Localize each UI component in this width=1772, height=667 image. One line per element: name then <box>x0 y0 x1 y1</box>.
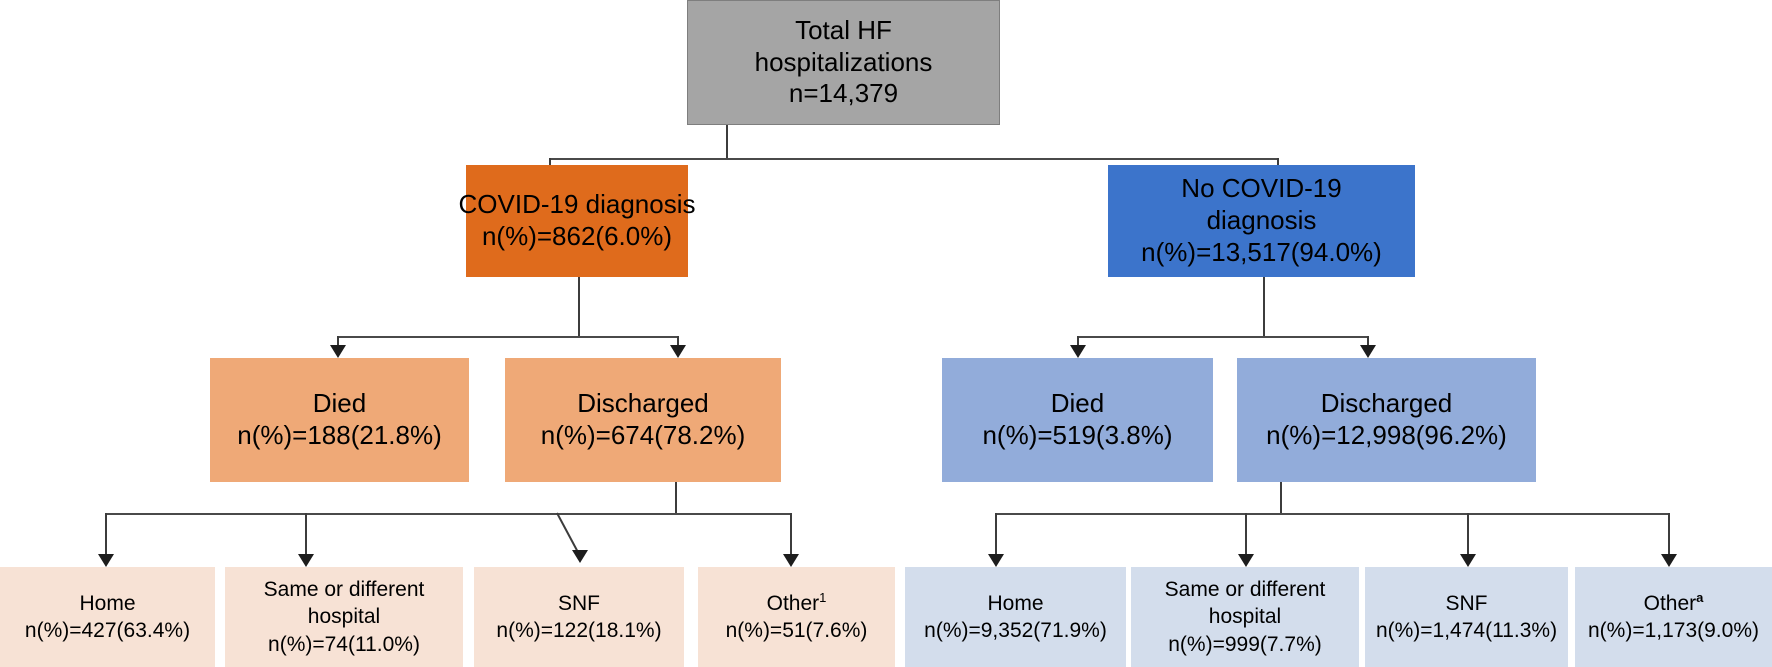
connector-covid-bus <box>337 336 678 338</box>
node-total-line1: Total HF <box>795 14 892 45</box>
node-nocovid-line3: n(%)=13,517(94.0%) <box>1141 236 1382 267</box>
node-nocovid-died-line1: Died <box>1050 388 1105 419</box>
node-nocovid-disposition-same-or-different-hospital: Same or different hospital n(%)=999(7.7%… <box>1131 567 1359 667</box>
connector-nocovid-to-died <box>1077 336 1079 345</box>
connector-nocovid-stem <box>1263 277 1265 336</box>
node-covid-other-line3: n(%)=51(7.6%) <box>725 619 868 642</box>
node-covid-hospital-line2: hospital <box>307 605 381 629</box>
connector-covid-disch-bus <box>105 513 790 515</box>
node-nocovid-disposition-other: Othera n(%)=1,173(9.0%) <box>1575 567 1772 667</box>
arrowhead-nocovid-hospital <box>1238 554 1254 567</box>
node-covid-died: Died n(%)=188(21.8%) <box>210 358 469 482</box>
connector-nocovid-disch-stem <box>1280 482 1282 513</box>
connector-covid-stem <box>578 277 580 336</box>
node-total-hf-hospitalizations: Total HF hospitalizations n=14,379 <box>687 0 1000 125</box>
connector-covid-l4-3-slanted <box>556 512 581 557</box>
node-covid-snf-line1: SNF <box>558 591 600 615</box>
node-covid-other-superscript: 1 <box>819 589 827 605</box>
node-nocovid-discharged-line1: Discharged <box>1320 388 1453 419</box>
node-covid-home-label: Home <box>79 591 136 615</box>
node-covid-home-line1: Home <box>79 590 135 617</box>
node-nocovid-disposition-snf: SNF n(%)=1,474(11.3%) <box>1365 567 1568 667</box>
connector-nocovid-l4-4 <box>1668 513 1670 554</box>
node-covid-other-line1: Other1 <box>767 590 827 617</box>
arrowhead-nocovid-snf <box>1460 554 1476 567</box>
arrowhead-covid-died <box>330 345 346 358</box>
connector-covid-l4-4 <box>790 513 792 554</box>
node-covid-line1: COVID-19 diagnosis <box>458 189 696 220</box>
connector-total-stem <box>726 125 728 158</box>
node-nocovid-snf-line1: SNF <box>1445 591 1488 615</box>
node-nocovid-snf-line3: n(%)=1,474(11.3%) <box>1375 619 1558 642</box>
node-covid-snf-line3: n(%)=122(18.1%) <box>496 619 662 642</box>
connector-nocovid-l4-1 <box>995 513 997 554</box>
node-covid-discharged-line2: n(%)=674(78.2%) <box>540 420 746 450</box>
node-covid-home-line3: n(%)=427(63.4%) <box>24 619 191 642</box>
node-covid-diagnosis: COVID-19 diagnosis n(%)=862(6.0%) <box>459 165 696 277</box>
node-covid-disposition-snf: SNF n(%)=122(18.1%) <box>474 567 684 667</box>
node-nocovid-disposition-home: Home n(%)=9,352(71.9%) <box>905 567 1126 667</box>
node-nocovid-other-line3: n(%)=1,173(9.0%) <box>1587 619 1759 642</box>
node-covid-disposition-other: Other1 n(%)=51(7.6%) <box>698 567 895 667</box>
node-covid-died-line2: n(%)=188(21.8%) <box>237 420 442 450</box>
node-covid-hospital-line1: Same or different <box>263 578 425 602</box>
node-covid-died-line1: Died <box>312 388 367 419</box>
node-covid-discharged: Discharged n(%)=674(78.2%) <box>505 358 781 482</box>
node-nocovid-home-line1: Home <box>987 591 1044 615</box>
node-covid-line2: n(%)=862(6.0%) <box>481 221 673 251</box>
connector-total-bus <box>549 158 1277 160</box>
node-nocovid-hospital-line2: hospital <box>1208 605 1282 629</box>
node-nocovid-died-line2: n(%)=519(3.8%) <box>982 420 1173 450</box>
arrowhead-nocovid-other <box>1661 554 1677 567</box>
arrowhead-nocovid-died <box>1070 345 1086 358</box>
node-covid-other-label: Other <box>766 591 820 615</box>
node-nocovid-other-line1: Othera <box>1644 590 1704 617</box>
node-total-line3: n=14,379 <box>788 78 899 109</box>
arrowhead-covid-discharged <box>670 345 686 358</box>
arrowhead-covid-hospital <box>298 554 314 567</box>
node-nocovid-hospital-line1: Same or different <box>1164 578 1326 602</box>
arrowhead-covid-home <box>98 554 114 567</box>
connector-nocovid-l4-3 <box>1467 513 1469 554</box>
connector-covid-l4-1 <box>105 513 107 554</box>
connector-covid-to-died <box>337 336 339 345</box>
node-covid-disposition-home: Home n(%)=427(63.4%) <box>0 567 215 667</box>
node-covid-discharged-line1: Discharged <box>577 388 709 419</box>
arrowhead-covid-snf <box>572 550 588 563</box>
connector-nocovid-to-discharged <box>1367 336 1369 345</box>
arrowhead-covid-other <box>783 554 799 567</box>
node-nocovid-home-line3: n(%)=9,352(71.9%) <box>924 619 1107 642</box>
connector-nocovid-disch-bus <box>995 513 1668 515</box>
connector-covid-to-discharged <box>677 336 679 345</box>
connector-nocovid-bus <box>1077 336 1367 338</box>
node-no-covid-diagnosis: No COVID-19 diagnosis n(%)=13,517(94.0%) <box>1108 165 1415 277</box>
node-covid-disposition-same-or-different-hospital: Same or different hospital n(%)=74(11.0%… <box>225 567 463 667</box>
node-nocovid-died: Died n(%)=519(3.8%) <box>942 358 1213 482</box>
node-nocovid-discharged-line2: n(%)=12,998(96.2%) <box>1266 420 1507 450</box>
connector-covid-disch-stem <box>675 482 677 513</box>
node-total-line2: hospitalizations <box>754 46 933 77</box>
arrowhead-nocovid-home <box>988 554 1004 567</box>
arrowhead-nocovid-discharged <box>1360 345 1376 358</box>
node-nocovid-discharged: Discharged n(%)=12,998(96.2%) <box>1237 358 1536 482</box>
node-nocovid-other-label: Other <box>1643 591 1697 615</box>
node-nocovid-other-superscript: a <box>1696 589 1704 605</box>
connector-covid-l4-2 <box>305 513 307 554</box>
node-nocovid-line2: diagnosis <box>1206 205 1317 236</box>
connector-nocovid-l4-2 <box>1245 513 1247 554</box>
node-nocovid-line1: No COVID-19 <box>1181 173 1342 204</box>
node-nocovid-hospital-line3: n(%)=999(7.7%) <box>1168 632 1322 656</box>
node-covid-hospital-line3: n(%)=74(11.0%) <box>268 632 420 656</box>
